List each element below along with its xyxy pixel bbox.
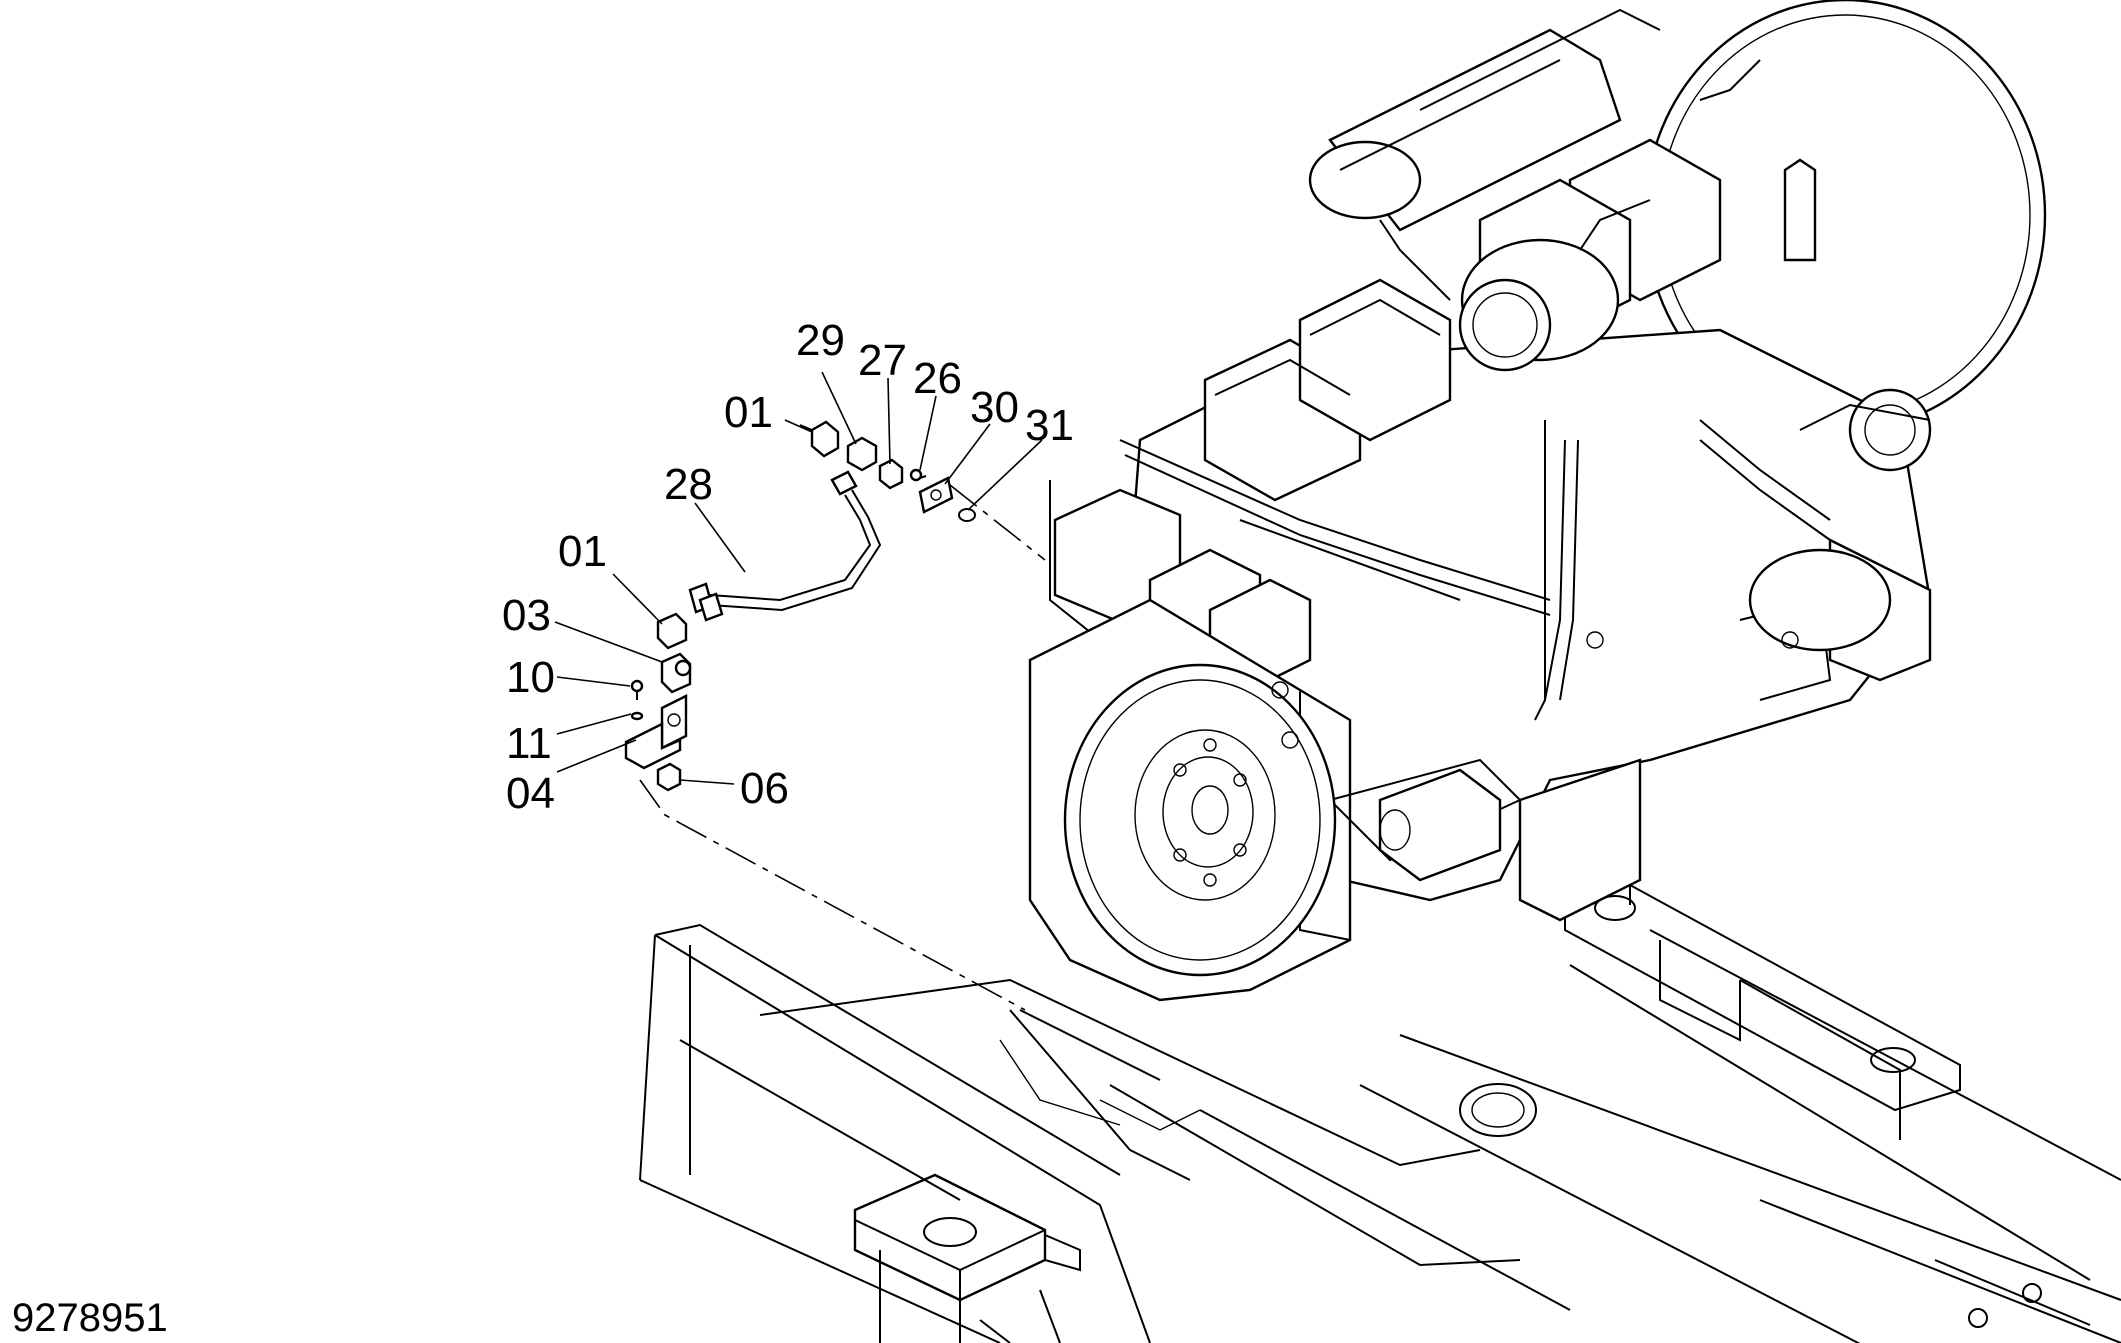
callout-11: 11 [506,719,552,768]
chassis-frame [639,883,2121,1343]
part-31-o-ring [958,508,976,522]
callout-labels: 29 27 26 30 31 01 28 01 03 10 11 04 06 [502,316,1074,818]
part-01-upper-fitting [799,420,840,458]
part-29-nut [846,436,878,472]
assembly-centerlines [639,484,1046,1011]
part-30-flange [918,476,954,514]
callout-01-lower: 01 [558,527,607,576]
callout-29: 29 [796,316,845,365]
part-01-lower-elbow [656,612,688,650]
part-27-adapter [878,458,904,490]
leader-lines [554,371,1043,785]
callout-27: 27 [858,336,907,385]
part-10-screw [630,679,644,700]
part-04-bracket [624,694,688,770]
part-06-plug [656,762,682,792]
callout-26: 26 [913,354,962,403]
callout-31: 31 [1025,401,1074,450]
callout-30: 30 [970,383,1019,432]
callout-03: 03 [502,591,551,640]
part-28-hose [688,470,882,622]
part-11-washer [630,711,644,721]
callout-06: 06 [740,764,789,813]
drawing-reference-number: 9278951 [12,1296,168,1340]
callout-04: 04 [506,769,555,818]
part-03-tee [660,652,692,694]
callout-10: 10 [506,653,555,702]
callout-01-upper: 01 [724,388,773,437]
callout-28: 28 [664,460,713,509]
part-26-bolt [909,468,927,482]
exploded-parts [624,420,976,792]
engine-assembly [1028,0,2047,1002]
